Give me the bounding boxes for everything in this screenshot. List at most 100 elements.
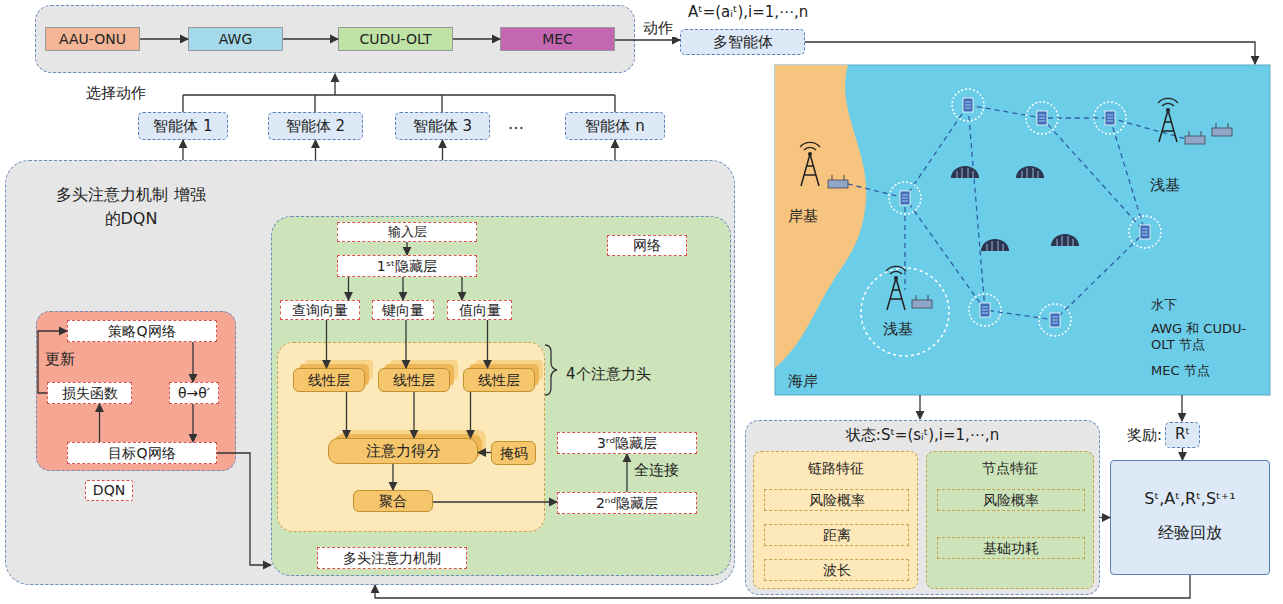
pipeline-stage: AAU-ONU [45, 27, 140, 51]
legend-symbol [1117, 297, 1145, 317]
dqn-panel: 多头注意力机制 增强的DQNDQN策略Q网络损失函数θ→θ′目标Q网络网络输入层… [5, 160, 735, 585]
agent-box: 智能体 1 [138, 112, 228, 140]
connector-arrow [392, 464, 393, 490]
shallow-zone [861, 268, 949, 356]
node-text: AAU-ONU [59, 31, 126, 48]
node-text: Rᵗ [1166, 425, 1199, 443]
node-text: 状态:Sᵗ=(sᵢᵗ),i=1,⋯,n [746, 426, 1099, 444]
layer-box: θ→θ′ [169, 382, 219, 404]
legend: 水下AWG 和 CUDU-OLT 节点MEC 节点 [1110, 290, 1265, 390]
connector-arrow [217, 453, 271, 565]
connector-arrow [442, 140, 443, 160]
feature-box: 波长 [764, 559, 909, 581]
node-text: 网络 [607, 235, 687, 256]
state-panel: 状态:Sᵗ=(sᵢᵗ),i=1,⋯,n链路特征风险概率距离波长节点特征风险概率基… [745, 420, 1100, 595]
feature-box: 风险概率 [937, 489, 1085, 511]
router [1212, 123, 1232, 136]
mec-node [1051, 234, 1079, 246]
replay-box: Sᵗ,Aᵗ,Rᵗ,Sᵗ⁺¹经验回放 [1110, 460, 1270, 575]
node-text: 智能体 3 [413, 117, 472, 135]
layer-box: 1ˢᵗ隐藏层 [337, 255, 477, 277]
awg-node [1026, 102, 1058, 134]
node-text: AWG [219, 31, 253, 48]
node-text: 策略Q网络 [108, 323, 175, 340]
agent-box: 奖励:Rᵗ [1165, 422, 1200, 448]
node-text: 多头注意力机制 [343, 550, 441, 567]
legend-symbol [1117, 365, 1145, 385]
layer-box: 3ʳᵈ隐藏层 [557, 432, 697, 454]
node-text: 节点特征 [927, 460, 1093, 477]
awg-node [889, 182, 921, 214]
connector-arrow [182, 140, 183, 160]
awg-node [1129, 216, 1161, 248]
connector-arrow [453, 38, 500, 39]
mec-node [981, 239, 1009, 251]
agent-box: 智能体 n [565, 112, 665, 140]
label: 岸基 [788, 207, 818, 225]
legend-text: 水下 [1151, 297, 1256, 313]
node-text: DQN [85, 480, 133, 501]
brace [545, 345, 557, 395]
layer-box: 目标Q网络 [67, 442, 217, 464]
tower [1158, 98, 1178, 142]
pipeline-stage: CUDU-OLT [338, 27, 453, 51]
node-text: 波长 [823, 562, 851, 579]
attention-score: 注意力得分 [328, 438, 478, 464]
label: Aᵗ=(aᵢᵗ),i=1,⋯,n [688, 3, 808, 21]
node-text: 掩码 [500, 445, 528, 462]
awg-node [1094, 102, 1126, 134]
connector-arrow [626, 454, 627, 492]
mec-node [951, 166, 979, 178]
node-text: 查询向量 [292, 302, 348, 319]
connector-arrow [192, 342, 193, 382]
node-text: MEC [542, 31, 573, 48]
node-text: 基础功耗 [983, 540, 1039, 557]
connector-arrow [1182, 448, 1183, 460]
label: … [508, 114, 524, 133]
connector-arrow [346, 392, 347, 438]
node-text: 智能体 2 [286, 117, 345, 135]
linear-layer: 线性层 [463, 368, 535, 392]
links [840, 105, 1190, 320]
connector-arrow [402, 277, 403, 300]
connector-arrow [470, 392, 471, 438]
agent-box: 多智能体 [680, 29, 805, 55]
node-text: 智能体 1 [153, 117, 212, 135]
node-text: 风险概率 [809, 492, 865, 509]
node-text: 奖励: [1108, 426, 1162, 444]
router [912, 295, 932, 308]
layer-box: 输入层 [337, 222, 477, 242]
node-text: 智能体 n [585, 117, 644, 135]
connector-arrow [326, 320, 327, 368]
connector-arrow [487, 320, 488, 368]
shore [775, 65, 866, 368]
select-arrow [334, 74, 335, 95]
layer-box: 查询向量 [280, 300, 360, 320]
dqn-core-panel: DQN策略Q网络损失函数θ→θ′目标Q网络 [36, 311, 236, 471]
node-text: 线性层 [308, 372, 350, 389]
edge-label: 全连接 [632, 461, 681, 479]
label: 浅基 [1150, 176, 1180, 194]
node-text: 值向量 [459, 302, 501, 319]
router [828, 175, 848, 188]
label: 海岸 [788, 372, 818, 390]
node-text: Sᵗ,Aᵗ,Rᵗ,Sᵗ⁺¹ [1111, 489, 1269, 508]
connector-arrow [615, 39, 680, 40]
node-text: θ→θ′ [178, 385, 210, 402]
pipeline-stage: AWG [188, 27, 283, 51]
connector-arrow [413, 392, 414, 438]
node-text: 键向量 [382, 302, 424, 319]
connector-arrow [405, 320, 406, 368]
select-bus [183, 95, 615, 112]
label: 选择动作 [86, 84, 146, 102]
layer-box: 键向量 [372, 300, 434, 320]
legend-text: AWG 和 CUDU-OLT 节点 [1151, 321, 1256, 352]
connector-arrow [99, 404, 100, 442]
node-text: 聚合 [379, 493, 407, 510]
connector-arrow [406, 242, 407, 255]
node-text: 目标Q网络 [108, 445, 175, 462]
legend-symbol [1117, 323, 1145, 343]
agent-box: 智能体 2 [268, 112, 363, 140]
connector-arrow [192, 404, 193, 442]
